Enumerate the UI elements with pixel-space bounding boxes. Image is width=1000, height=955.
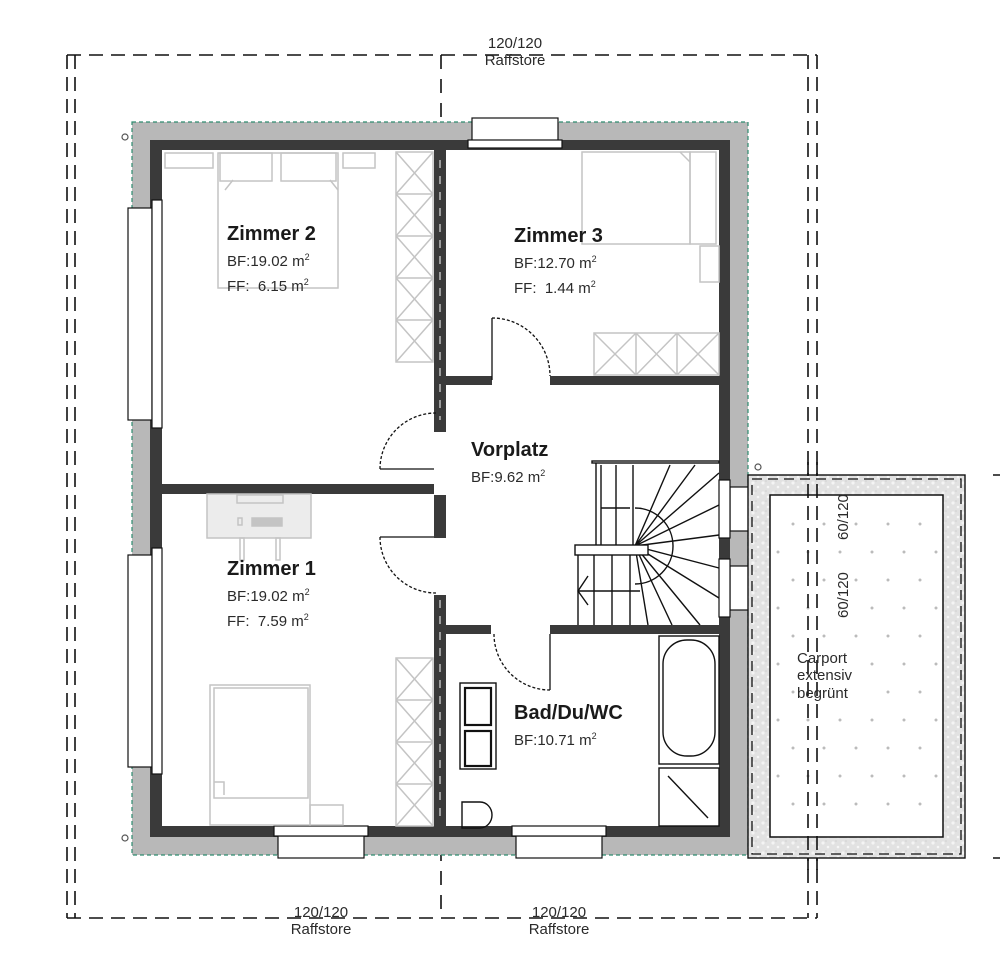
room-label-bad: Bad/Du/WC BF:10.71 m2 [514,703,623,748]
window-type: Raffstore [528,921,590,938]
room-ff: FF: 6.15 m2 [227,277,309,295]
window-type: Raffstore [290,921,352,938]
doors [379,317,551,691]
window-bottom-left [273,825,369,859]
room-ff: FF: 1.44 m2 [514,279,596,297]
room-label-zimmer-2: Zimmer 2 BF:19.02 m2 FF: 6.15 m2 [227,224,316,294]
room-bf: BF:9.62 m2 [471,468,546,486]
interior-walls [162,150,719,826]
bed-zimmer-2 [164,152,376,289]
room-bf: BF:19.02 m2 [227,252,310,270]
window-size: 120/120 [487,35,543,52]
carport-line1: Carport [797,650,848,667]
window-right-upper [718,479,753,539]
room-bf: BF:19.02 m2 [227,587,310,605]
carport-line3: begrünt [797,684,848,702]
room-label-zimmer-3: Zimmer 3 BF:12.70 m2 FF: 1.44 m2 [514,226,603,296]
carport-label: Carport extensiv begrünt [797,650,852,702]
window-label-right-lower: 60/120 [835,572,852,618]
staircase [574,460,720,626]
carport-line2: extensiv [797,667,853,685]
bed-zimmer-3 [581,151,720,283]
room-ff: FF: 7.59 m2 [227,612,309,630]
window-label-top: 120/120 Raffstore [470,36,560,68]
window-left-lower [127,547,163,775]
window-top [467,117,563,149]
window-label-bottom-left: 120/120 Raffstore [276,905,366,937]
bathroom-fixtures [459,635,720,829]
window-label-bottom-right: 120/120 Raffstore [514,905,604,937]
room-label-vorplatz: Vorplatz BF:9.62 m2 [471,440,548,485]
room-name: Bad/Du/WC [514,702,623,724]
window-size: 120/120 [293,904,349,921]
room-bf: BF:10.71 m2 [514,731,597,749]
room-name: Zimmer 1 [227,558,316,580]
room-bf: BF:12.70 m2 [514,254,597,272]
window-right-lower [718,558,753,618]
window-size: 120/120 [531,904,587,921]
room-name: Zimmer 3 [514,225,603,247]
room-name: Zimmer 2 [227,223,316,245]
window-bottom-right [511,825,607,859]
window-left-upper [127,199,163,429]
wardrobe-zimmer-2 [395,151,434,363]
room-name: Vorplatz [471,439,549,461]
room-label-zimmer-1: Zimmer 1 BF:19.02 m2 FF: 7.59 m2 [227,559,316,629]
window-type: Raffstore [484,52,546,69]
wardrobe-zimmer-1 [395,657,434,827]
wardrobe-zimmer-3 [593,332,720,376]
bed-zimmer-1 [209,684,344,826]
window-label-right-upper: 60/120 [835,494,852,540]
carport-area [747,462,1000,870]
desk-zimmer-1 [206,493,312,561]
